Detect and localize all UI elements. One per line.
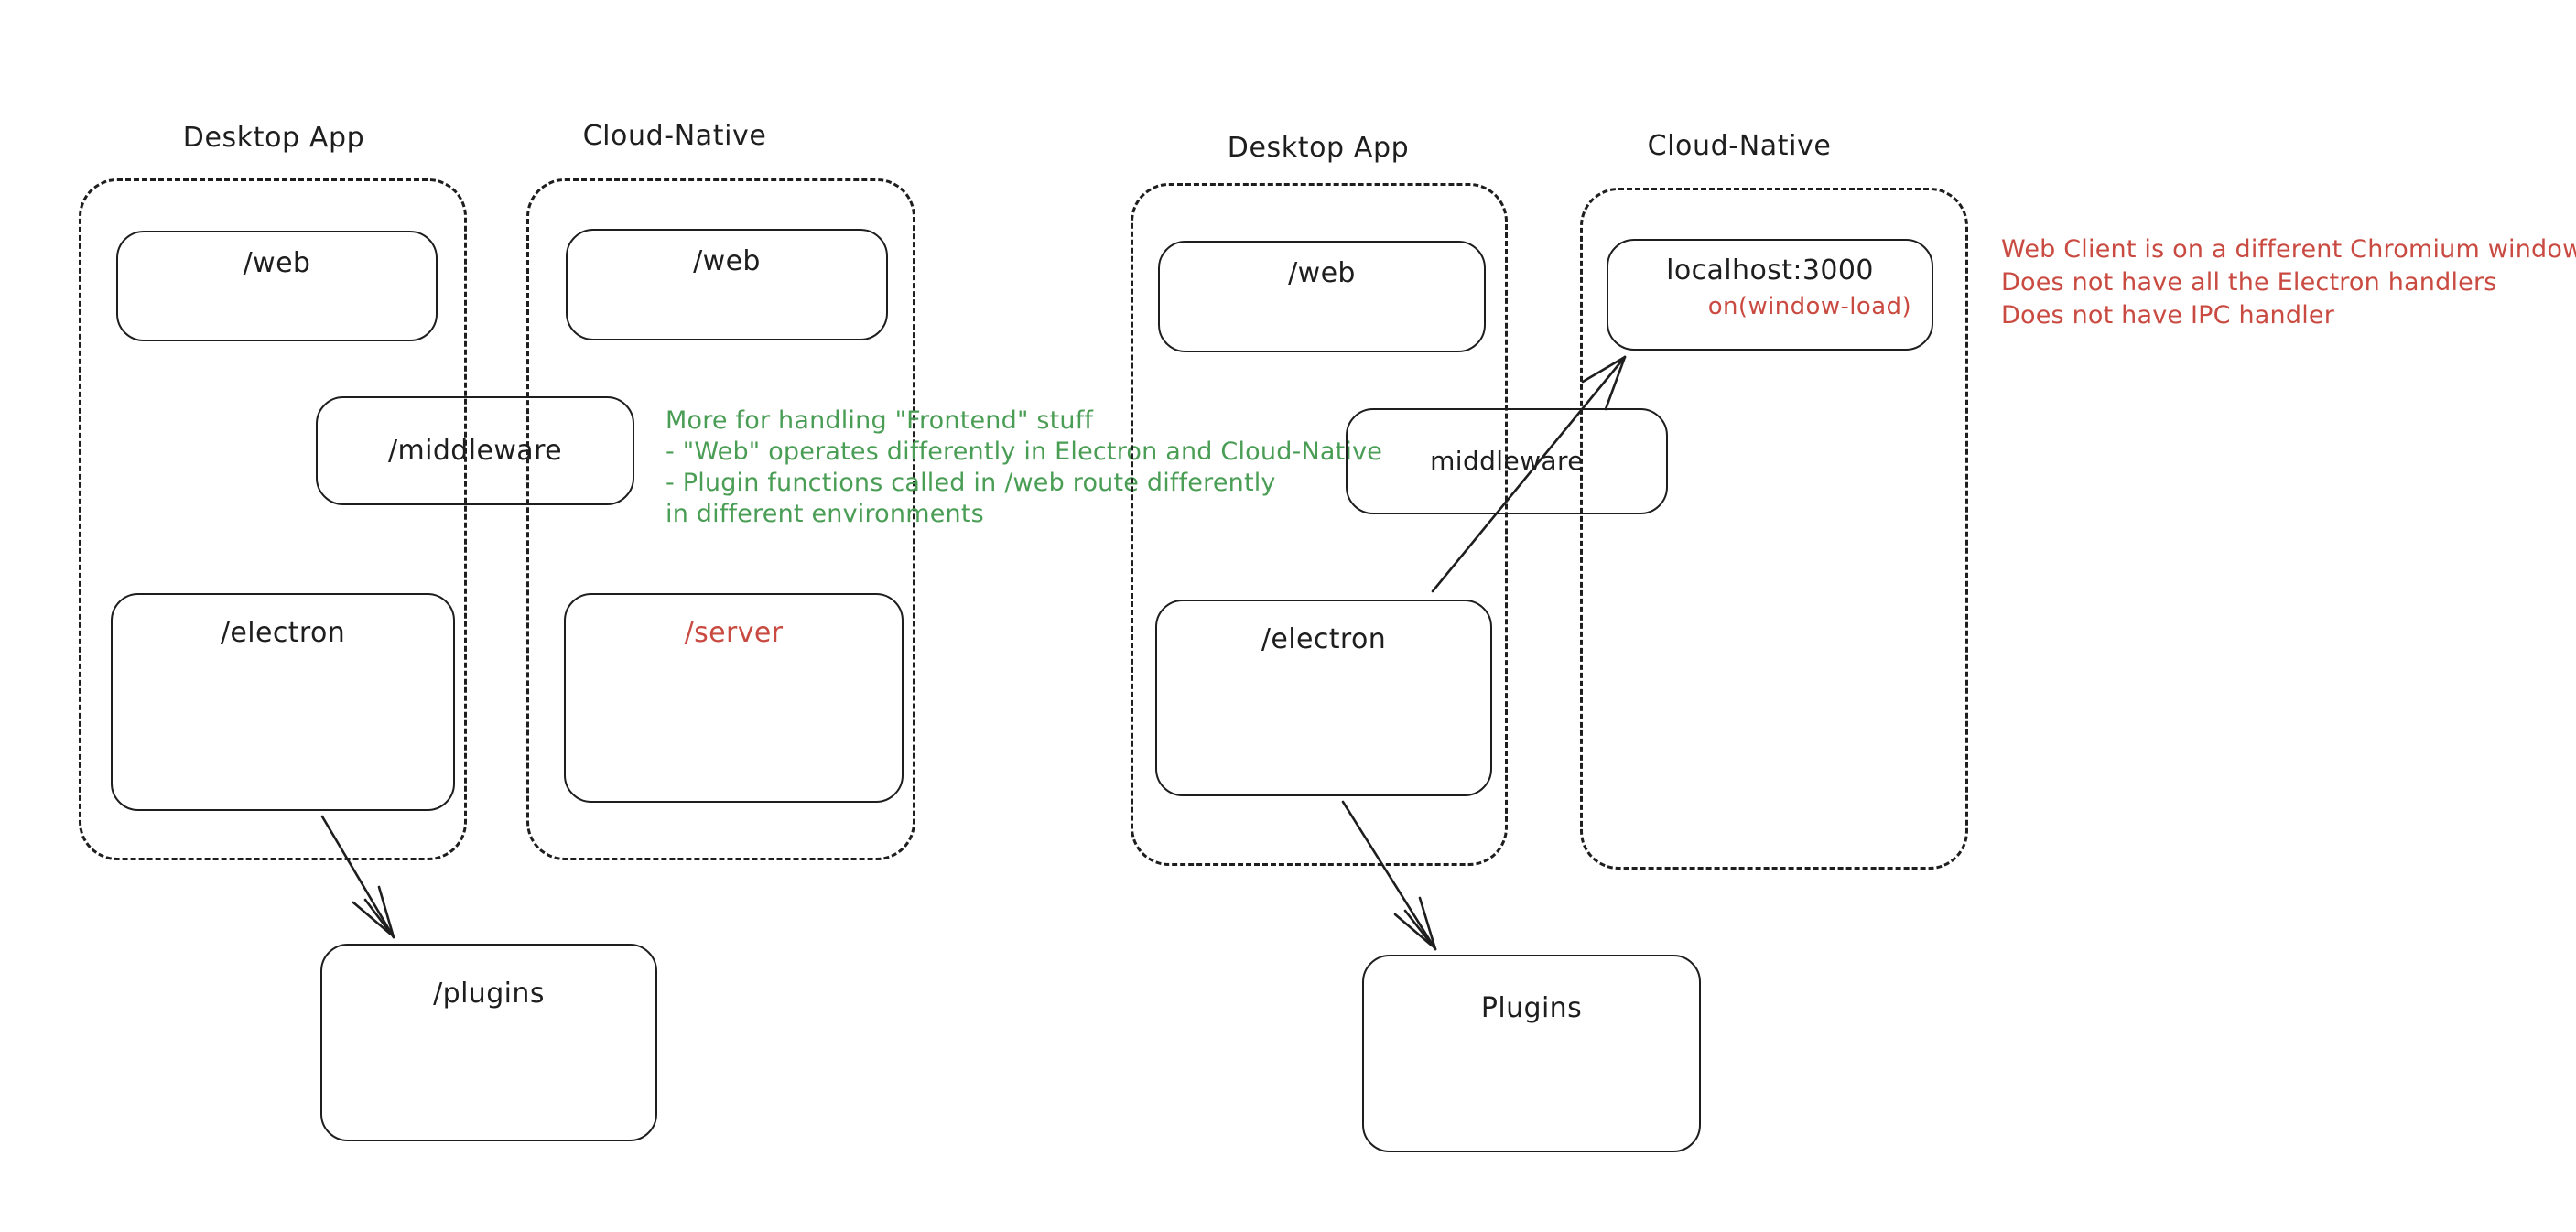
right-electron-label: /electron — [1261, 623, 1387, 655]
left-electron-box: /electron — [111, 593, 455, 811]
right-middleware-box: middleware — [1346, 408, 1668, 514]
right-electron-box: /electron — [1155, 600, 1492, 796]
right-web-label: /web — [1288, 257, 1356, 289]
red-note-line: Does not have IPC handler — [2001, 301, 2335, 330]
right-localhost-label: localhost:3000 — [1666, 254, 1874, 286]
left-web-desktop-label: /web — [243, 247, 311, 279]
red-note-line: Web Client is on a different Chromium wi… — [2001, 235, 2576, 264]
green-note-line: More for handling "Frontend" stuff — [666, 406, 1094, 435]
left-cloud-native-container — [526, 178, 915, 860]
left-middleware-box: /middleware — [316, 396, 634, 505]
red-note: Web Client is on a different Chromium wi… — [2001, 233, 2576, 332]
green-note-line: in different environments — [666, 500, 984, 528]
left-web-cloud-box: /web — [566, 229, 888, 340]
green-note: More for handling "Frontend" stuff - "We… — [666, 405, 1382, 530]
right-middleware-label: middleware — [1430, 445, 1584, 476]
left-middleware-label: /middleware — [388, 435, 562, 467]
green-note-line: - "Web" operates differently in Electron… — [666, 438, 1383, 466]
left-web-desktop-box: /web — [116, 231, 438, 341]
left-electron-label: /electron — [220, 617, 346, 649]
right-web-box: /web — [1158, 241, 1486, 352]
left-cloud-native-title: Cloud-Native — [582, 120, 767, 152]
left-plugins-label: /plugins — [433, 978, 545, 1010]
right-desktop-app-title: Desktop App — [1227, 132, 1410, 164]
left-desktop-app-title: Desktop App — [182, 122, 365, 154]
red-note-line: Does not have all the Electron handlers — [2001, 268, 2497, 297]
right-cloud-native-title: Cloud-Native — [1647, 130, 1832, 162]
left-server-label: /server — [684, 617, 784, 649]
left-desktop-app-container — [79, 178, 467, 860]
left-plugins-box: /plugins — [320, 944, 657, 1141]
right-plugins-box: Plugins — [1362, 955, 1701, 1152]
left-web-cloud-label: /web — [693, 245, 761, 277]
right-localhost-sublabel: on(window-load) — [1707, 293, 1911, 320]
right-plugins-label: Plugins — [1480, 992, 1583, 1024]
left-server-box: /server — [564, 593, 904, 803]
green-note-line: - Plugin functions called in /web route … — [666, 469, 1276, 497]
right-localhost-box: localhost:3000 on(window-load) — [1607, 239, 1933, 351]
